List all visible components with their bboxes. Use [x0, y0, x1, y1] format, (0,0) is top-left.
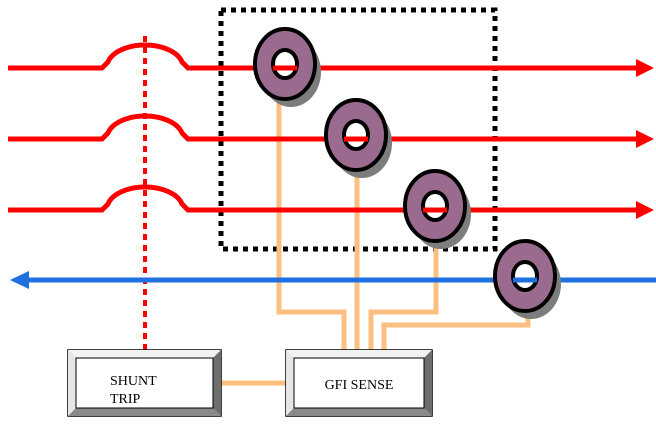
shunt-trip-box: SHUNT TRIP: [67, 349, 222, 417]
arrow-head-icon: [10, 271, 29, 289]
phase-line-1: [8, 42, 637, 71]
arrow-head-icon: [636, 130, 654, 148]
sense-wire-ct4: [381, 310, 531, 350]
phase-lines: [8, 42, 637, 213]
shunt-trip-label-line1: SHUNT: [110, 374, 157, 389]
arrow-head-icon: [636, 59, 654, 77]
ct-toroid-icon: [253, 27, 321, 107]
ct-toroid-icon: [493, 239, 561, 319]
ct-toroid-icon: [324, 98, 392, 178]
arrow-head-icon: [636, 201, 654, 219]
phase-line-2: [8, 113, 637, 142]
shunt-trip-label-line2: TRIP: [110, 392, 141, 407]
current-transformers: [253, 27, 561, 319]
sense-wire-ct1: [276, 97, 347, 350]
phase-arrows: [636, 59, 654, 219]
sense-wire-ct3: [368, 238, 439, 350]
ct-toroid-icon: [403, 169, 471, 249]
gfi-sense-label: GFI SENSE: [325, 378, 394, 393]
sense-wires: [221, 97, 531, 386]
phase-line-3: [8, 184, 637, 213]
gfi-sense-box: GFI SENSE: [285, 349, 433, 417]
